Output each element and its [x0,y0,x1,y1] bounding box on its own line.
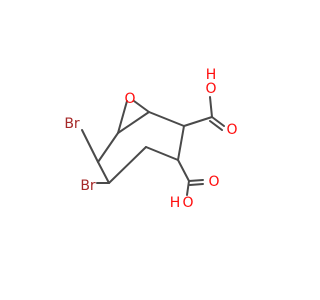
bond-bridgehead-right-o [133,100,150,113]
bond-ring-left-top [97,132,119,163]
bond-carboxyl-lower-co-2 [189,183,204,186]
atom-labels: O Br Br O H O O O H [64,67,237,211]
bond-ring-right-bottom [145,146,179,161]
molecule-diagram: O Br Br O H O O O H [64,67,237,211]
bond-carboxyl-lower-co-1 [188,179,204,182]
carboxyl-lower-oh-oxygen-label: O [182,195,193,211]
bond-ring-left [97,161,110,184]
carboxyl-lower-carbonyl-oxygen-label: O [208,174,219,190]
bond-carboxyl-lower-oh [186,180,190,196]
bond-ring-top [117,111,150,134]
bond-carboxyl-upper-oh [209,96,213,118]
carboxyl-lower-oh-hydrogen-label: H [170,195,181,211]
carboxyl-upper-carbonyl-oxygen-label: O [226,122,237,138]
bond-c-carboxyl-lower [177,159,190,182]
bond-c-carboxyl-upper [183,116,213,127]
bromine-lower-label: Br [80,178,96,194]
bond-bridgehead-left-o [117,100,128,134]
bond-ring-right-top [148,111,185,127]
bromine-upper-label: Br [64,116,80,132]
bond-ring-left-bottom [108,146,147,184]
carboxyl-upper-oh-hydrogen-label: H [206,67,217,83]
oxygen-bridge-label: O [124,91,135,107]
bonds [81,96,225,196]
bond-c-br-upper [81,129,99,163]
bond-carboxyl-upper-co-1 [211,116,225,127]
bond-ring-right [177,125,185,161]
bond-carboxyl-upper-co-2 [209,120,223,131]
carboxyl-upper-oh-oxygen-label: O [205,81,216,97]
